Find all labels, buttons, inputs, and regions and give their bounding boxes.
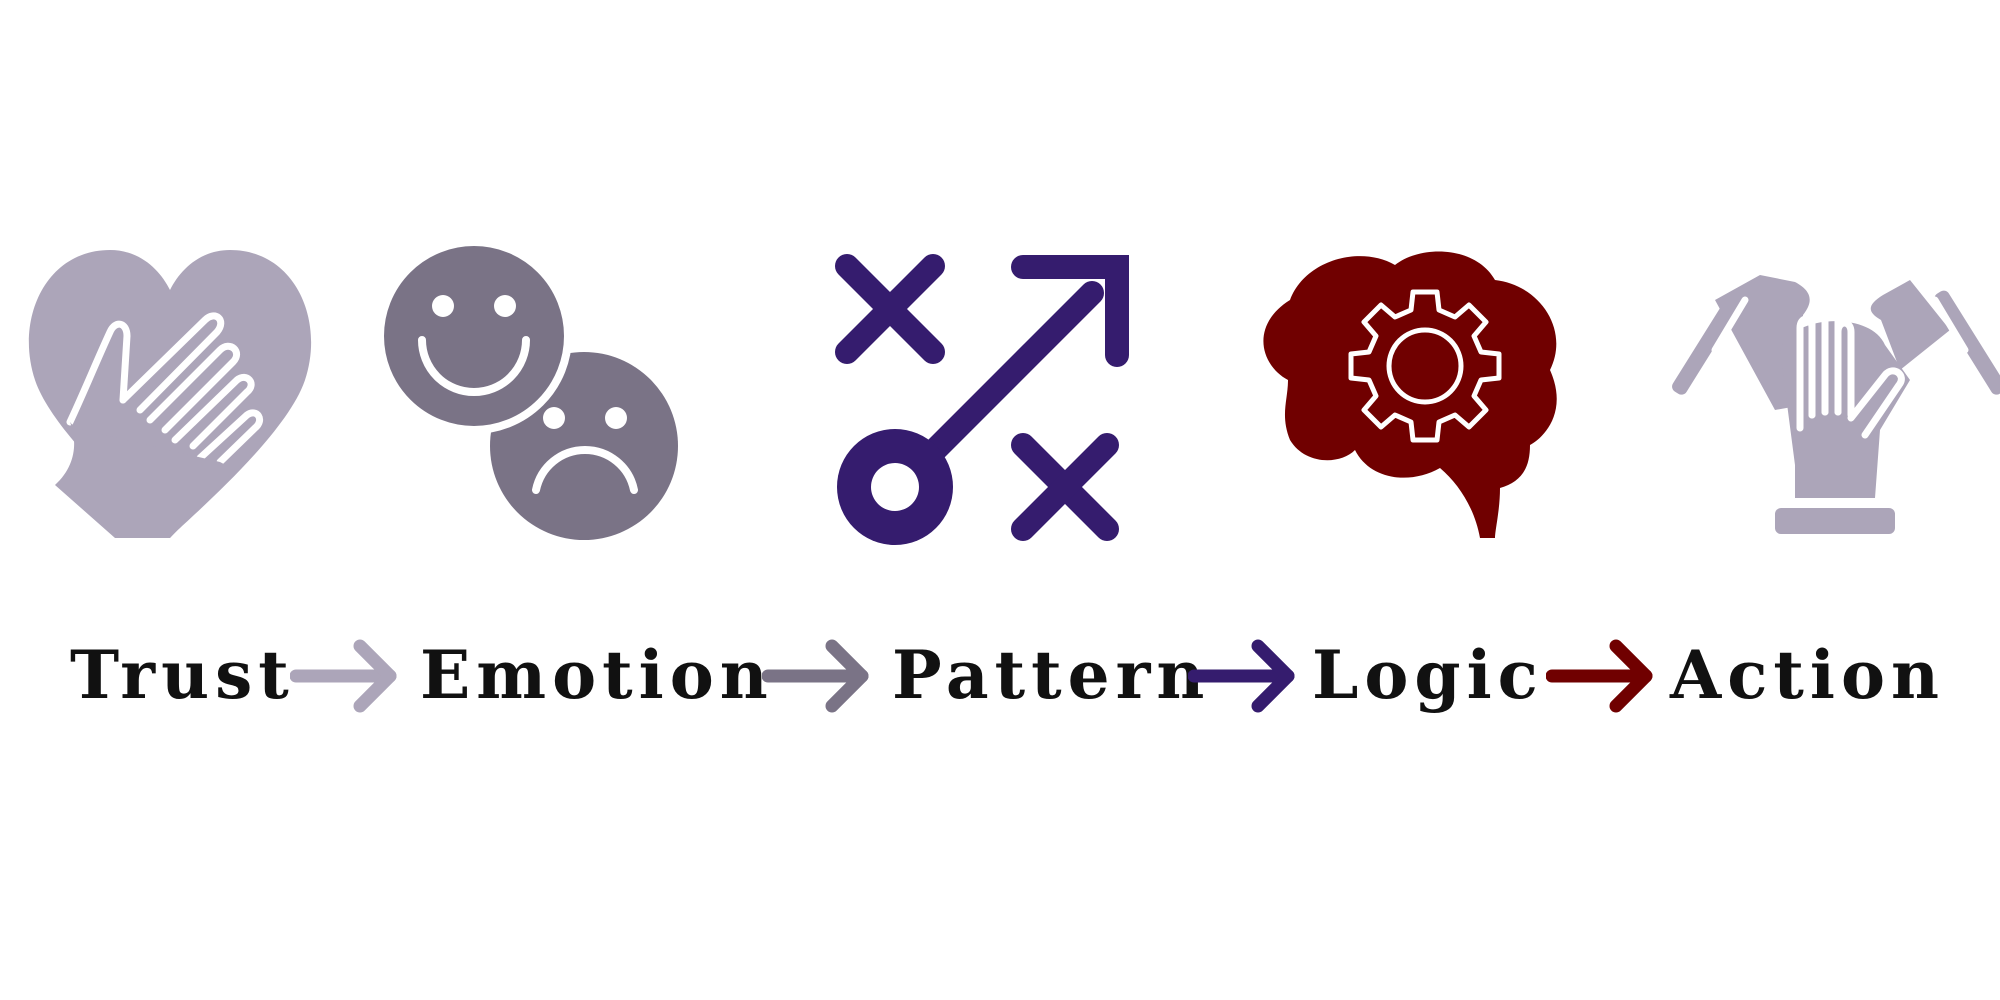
tic-tac-strategy-icon: [835, 254, 1129, 545]
step-label-logic: Logic: [1312, 636, 1544, 714]
arrow-right-icon: [1546, 639, 1653, 713]
hands-together-icon: [1672, 275, 2000, 534]
arrow-right-icon: [290, 639, 397, 713]
brain-gear-icon: [1263, 251, 1557, 539]
arrow-right-icon: [1188, 639, 1295, 713]
step-label-trust: Trust: [70, 636, 295, 714]
step-label-emotion: Emotion: [420, 636, 774, 714]
arrow-right-icon: [762, 639, 869, 713]
step-label-pattern: Pattern: [892, 636, 1211, 714]
step-label-action: Action: [1670, 636, 1945, 714]
happy-sad-faces-icon: [376, 238, 678, 540]
heart-hand-icon: [28, 250, 312, 538]
